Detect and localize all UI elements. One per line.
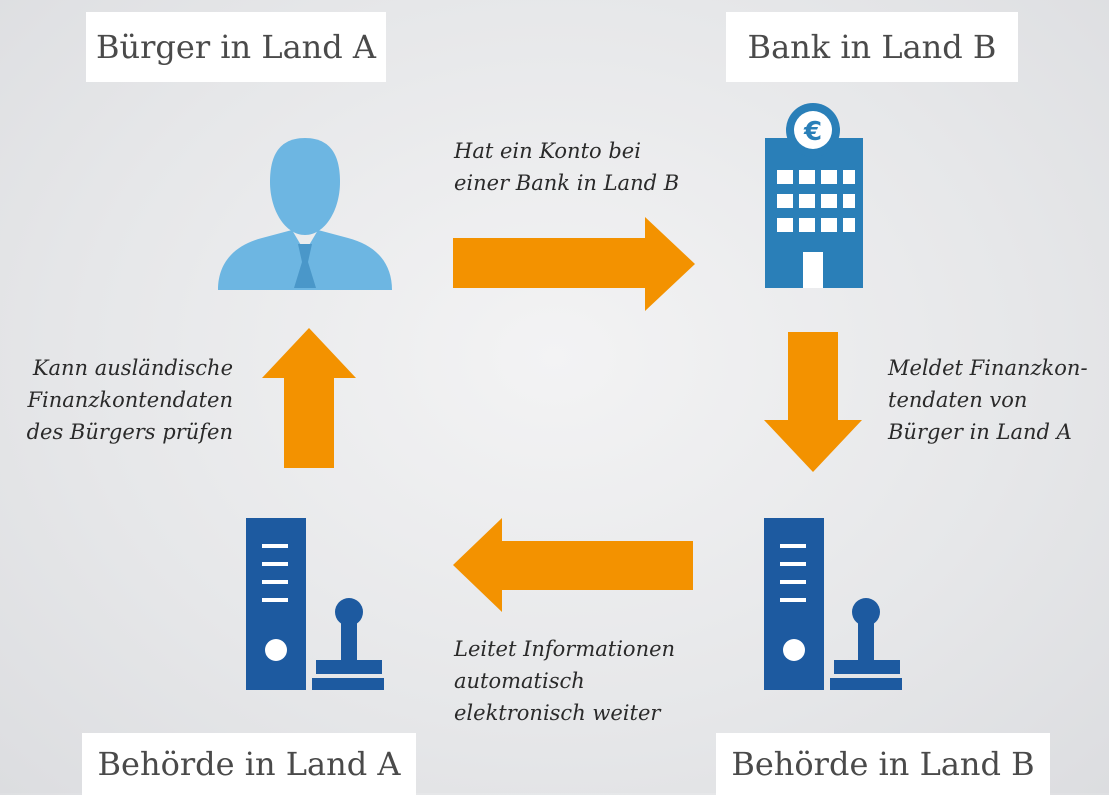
caption-top: Hat ein Konto bei einer Bank in Land B — [454, 135, 679, 199]
caption-right-line-3: Bürger in Land A — [888, 420, 1072, 444]
node-label-buerger-land-a: Bürger in Land A — [86, 12, 386, 82]
caption-left: Kann ausländische Finanzkontendaten des … — [27, 352, 233, 448]
caption-right-line-2: tendaten von — [888, 388, 1028, 412]
caption-bottom-line-2: automatisch — [454, 669, 585, 693]
node-label-behoerde-land-b: Behörde in Land B — [716, 733, 1050, 795]
caption-top-line-2: einer Bank in Land B — [454, 171, 680, 195]
caption-top-line-1: Hat ein Konto bei — [454, 139, 641, 163]
svg-text:€: € — [803, 117, 822, 147]
caption-left-line-1: Kann ausländische — [32, 356, 233, 380]
caption-right: Meldet Finanzkon- tendaten von Bürger in… — [888, 352, 1088, 448]
caption-right-line-1: Meldet Finanzkon- — [888, 356, 1088, 380]
caption-bottom-line-3: elektronisch weiter — [454, 701, 661, 725]
node-label-bank-land-b: Bank in Land B — [726, 12, 1018, 82]
caption-bottom: Leitet Informationen automatisch elektro… — [454, 633, 675, 729]
node-label-behoerde-land-a: Behörde in Land A — [82, 733, 416, 795]
caption-bottom-line-1: Leitet Informationen — [454, 637, 676, 661]
caption-left-line-3: des Bürgers prüfen — [26, 420, 233, 444]
caption-left-line-2: Finanzkontendaten — [27, 388, 233, 412]
